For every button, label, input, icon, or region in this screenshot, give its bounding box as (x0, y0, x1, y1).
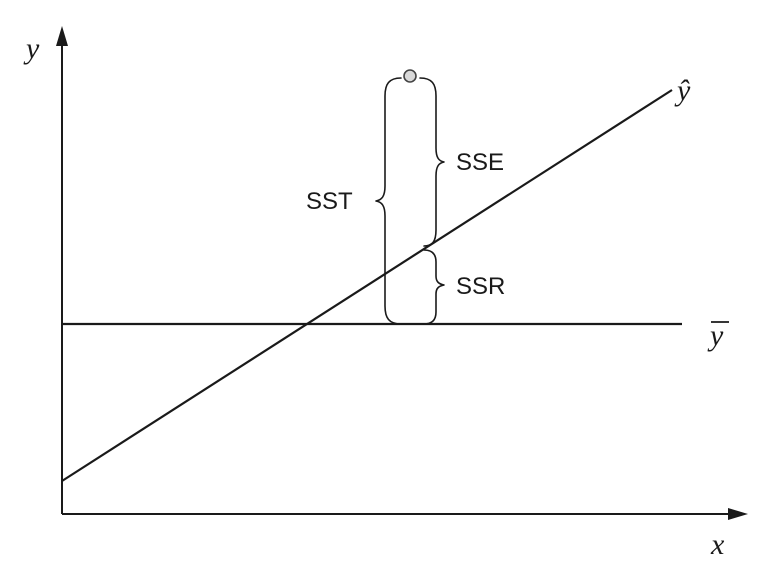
mean-line-label: y (707, 319, 724, 352)
sse-label: SSE (456, 149, 504, 176)
x-axis-label: x (710, 528, 725, 561)
y-axis-label: y (23, 32, 40, 65)
regression-line-label: ŷ (674, 74, 691, 107)
ssr-label: SSR (456, 273, 505, 300)
x-axis-arrowhead (728, 508, 748, 520)
sst-label: SST (306, 188, 353, 215)
ssr-brace (423, 249, 445, 325)
y-axis-arrowhead (56, 26, 68, 46)
regression-line (61, 89, 673, 482)
sse-brace (419, 77, 445, 247)
sst-brace (375, 77, 402, 325)
data-point (403, 69, 417, 83)
